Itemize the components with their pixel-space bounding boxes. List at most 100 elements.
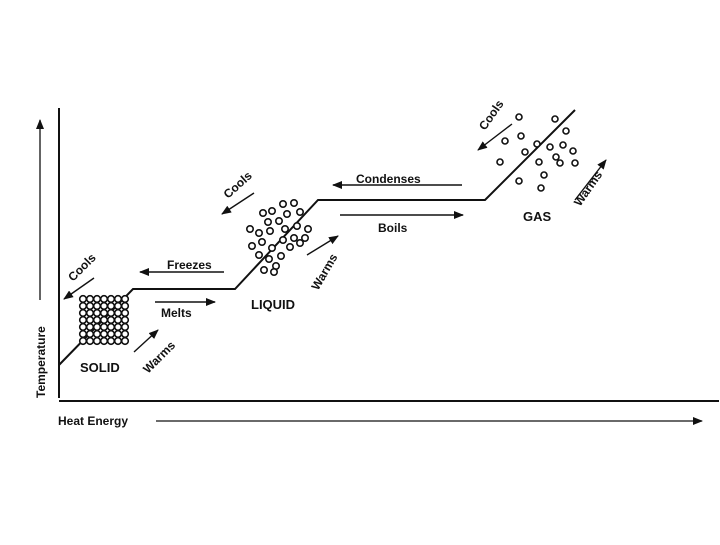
solid-particle xyxy=(87,296,94,303)
solid-particle xyxy=(94,303,101,310)
solid-warms-arrow xyxy=(134,330,158,352)
solid-particle xyxy=(94,324,101,331)
solid-particle xyxy=(80,296,87,303)
gas-particle xyxy=(536,159,542,165)
solid-particle xyxy=(80,303,87,310)
solid-particle xyxy=(101,296,108,303)
gas-particle xyxy=(522,149,528,155)
solid-particle xyxy=(115,331,122,338)
gas-particle xyxy=(570,148,576,154)
liquid-warms-arrow xyxy=(307,236,338,255)
solid-particle xyxy=(101,338,108,345)
freezes-label: Freezes xyxy=(167,258,212,272)
solid-particle xyxy=(122,303,129,310)
liquid-warms-label: Warms xyxy=(308,251,340,293)
solid-particle xyxy=(87,317,94,324)
solid-warms-label: Warms xyxy=(140,338,178,376)
solid-particle xyxy=(87,331,94,338)
x-axis-label: Heat Energy xyxy=(58,414,128,428)
liquid-particle xyxy=(282,226,288,232)
gas-cools-label: Cools xyxy=(476,97,507,133)
liquid-particle xyxy=(294,223,300,229)
liquid-particle xyxy=(291,235,297,241)
gas-particle xyxy=(547,144,553,150)
gas-particle xyxy=(538,185,544,191)
liquid-particle xyxy=(265,219,271,225)
solid-particle xyxy=(108,310,115,317)
solid-particle xyxy=(101,303,108,310)
liquid-particles xyxy=(247,200,311,275)
solid-particle xyxy=(101,324,108,331)
solid-particle xyxy=(101,331,108,338)
solid-particle xyxy=(94,310,101,317)
solid-particle xyxy=(108,296,115,303)
solid-particle xyxy=(87,310,94,317)
solid-particle xyxy=(122,324,129,331)
solid-particle xyxy=(115,296,122,303)
liquid-particle xyxy=(271,269,277,275)
solid-particle xyxy=(87,303,94,310)
y-axis-label: Temperature xyxy=(34,326,48,398)
gas-particle xyxy=(553,154,559,160)
solid-particle xyxy=(87,324,94,331)
gas-particle xyxy=(560,142,566,148)
liquid-particle xyxy=(305,226,311,232)
gas-particle xyxy=(502,138,508,144)
gas-particle xyxy=(516,114,522,120)
liquid-particle xyxy=(278,253,284,259)
state-label-gas: GAS xyxy=(523,209,552,224)
melts-label: Melts xyxy=(161,306,192,320)
solid-particle xyxy=(115,338,122,345)
state-label-solid: SOLID xyxy=(80,360,120,375)
solid-cools-label: Cools xyxy=(65,250,99,284)
gas-particle xyxy=(552,116,558,122)
gas-warms-label: Warms xyxy=(571,168,605,209)
solid-particle xyxy=(101,310,108,317)
gas-particle xyxy=(516,178,522,184)
liquid-particle xyxy=(297,240,303,246)
liquid-particle xyxy=(280,237,286,243)
solid-particle xyxy=(122,331,129,338)
liquid-particle xyxy=(291,200,297,206)
solid-particle xyxy=(94,331,101,338)
solid-particle xyxy=(115,310,122,317)
liquid-particle xyxy=(261,267,267,273)
solid-particle xyxy=(87,338,94,345)
solid-particle xyxy=(122,310,129,317)
liquid-particle xyxy=(287,244,293,250)
liquid-particle xyxy=(280,201,286,207)
solid-particle xyxy=(122,317,129,324)
gas-particle xyxy=(563,128,569,134)
solid-particle xyxy=(94,317,101,324)
solid-particle xyxy=(122,296,129,303)
liquid-particle xyxy=(284,211,290,217)
liquid-particle xyxy=(260,210,266,216)
solid-particle xyxy=(80,317,87,324)
liquid-particle xyxy=(267,228,273,234)
heating-curve xyxy=(59,110,575,365)
gas-particle xyxy=(518,133,524,139)
solid-particle xyxy=(115,324,122,331)
state-label-liquid: LIQUID xyxy=(251,297,295,312)
solid-particle xyxy=(94,338,101,345)
gas-particle xyxy=(557,160,563,166)
liquid-particle xyxy=(297,209,303,215)
solid-particle xyxy=(108,303,115,310)
gas-particle xyxy=(497,159,503,165)
solid-particle xyxy=(80,310,87,317)
solid-particle xyxy=(122,338,129,345)
liquid-particle xyxy=(256,252,262,258)
liquid-particle xyxy=(266,256,272,262)
gas-particle xyxy=(534,141,540,147)
liquid-particle xyxy=(256,230,262,236)
gas-particle xyxy=(572,160,578,166)
solid-particle xyxy=(108,324,115,331)
liquid-particle xyxy=(269,245,275,251)
liquid-particle xyxy=(276,218,282,224)
solid-particle xyxy=(80,338,87,345)
gas-particle xyxy=(541,172,547,178)
boils-label: Boils xyxy=(378,221,408,235)
solid-particle xyxy=(108,331,115,338)
